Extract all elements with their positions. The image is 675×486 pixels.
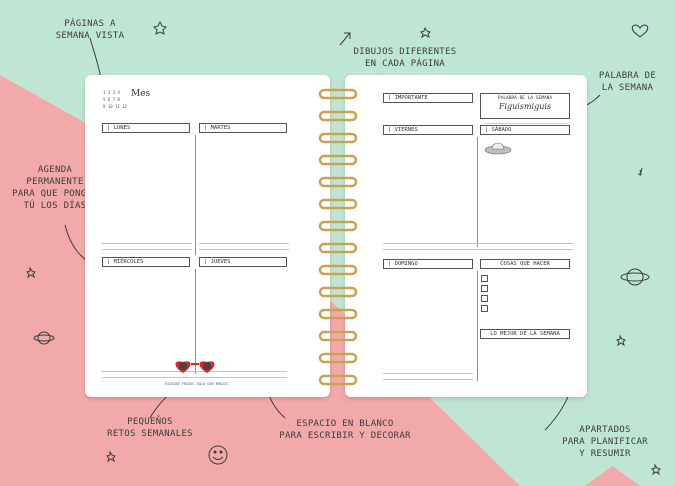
todo-checkbox[interactable] bbox=[481, 295, 488, 302]
day-bottom-line bbox=[102, 243, 192, 244]
important-header: | IMPORTANTE bbox=[383, 93, 473, 103]
annotation-line: PÁGINAS A bbox=[64, 19, 116, 29]
annotation-agenda: AGENDA PERMANENTE PARA QUE PONGAS TÚ LOS… bbox=[10, 164, 100, 212]
annotation-line: APARTADOS bbox=[579, 425, 631, 435]
annotation-line: LA SEMANA bbox=[601, 83, 654, 93]
day-header-domingo: | DOMINGO bbox=[383, 259, 473, 269]
day-header-jueves: | JUEVES bbox=[199, 257, 287, 267]
annotation-line: PARA ESCRIBIR Y DECORAR bbox=[279, 431, 411, 441]
annotation-line: PEQUEÑOS bbox=[127, 417, 173, 427]
day-bottom-line bbox=[102, 377, 287, 378]
day-bottom-line bbox=[199, 243, 289, 244]
day-bottom-line bbox=[102, 371, 287, 372]
column-divider bbox=[195, 269, 196, 374]
annotation-retos: PEQUEÑOS RETOS SEMANALES bbox=[95, 416, 205, 440]
word-of-week-box: PALABRA DE LA SEMANA Figuismiguis bbox=[480, 93, 570, 119]
annotation-line: PERMANENTE bbox=[26, 177, 84, 187]
heart-glasses-icon bbox=[175, 361, 215, 373]
day-bottom-line bbox=[383, 379, 473, 380]
ring-binding bbox=[318, 88, 358, 386]
ufo-icon bbox=[484, 142, 512, 155]
annotation-line: DIBUJOS DIFERENTES bbox=[353, 47, 457, 57]
todo-header: COSAS QUE HACER bbox=[480, 259, 570, 269]
column-divider bbox=[477, 271, 478, 381]
word-of-week-value: Figuismiguis bbox=[498, 102, 552, 111]
month-label: Mes bbox=[131, 89, 151, 99]
day-header-lunes: | LUNES bbox=[102, 123, 190, 133]
column-divider bbox=[195, 135, 196, 255]
annotation-paginas: PÁGINAS A SEMANA VISTA bbox=[50, 18, 130, 42]
annotation-line: EN CADA PÁGINA bbox=[364, 59, 446, 69]
annotation-apartados: APARTADOS PARA PLANIFICAR Y RESUMIR bbox=[555, 424, 655, 460]
annotation-line: Y RESUMIR bbox=[579, 449, 631, 459]
annotation-line: AGENDA bbox=[37, 165, 73, 175]
day-bottom-line bbox=[383, 249, 573, 250]
day-header-martes: | MARTES bbox=[199, 123, 287, 133]
todo-checkbox[interactable] bbox=[481, 285, 488, 292]
day-bottom-line bbox=[383, 243, 573, 244]
best-of-week-header: LO MEJOR DE LA SEMANA bbox=[480, 329, 570, 339]
annotation-line: ESPACIO EN BLANCO bbox=[296, 419, 394, 429]
annotation-line: SEMANA VISTA bbox=[55, 31, 125, 41]
day-header-viernes: | VIERNES bbox=[383, 125, 473, 135]
todo-checkbox[interactable] bbox=[481, 305, 488, 312]
challenge-text: ESCRIBE FRASES SOLO CON EMOJIS bbox=[165, 382, 229, 386]
column-divider bbox=[477, 137, 478, 247]
day-header-miercoles: | MIÉRCOLES bbox=[102, 257, 190, 267]
annotation-espacio: ESPACIO EN BLANCO PARA ESCRIBIR Y DECORA… bbox=[270, 418, 420, 442]
annotation-line: TÚ LOS DÍAS bbox=[23, 201, 87, 211]
annotation-line: PARA QUE PONGAS bbox=[12, 189, 98, 199]
annotation-dibujos: DIBUJOS DIFERENTES EN CADA PÁGINA bbox=[340, 46, 470, 70]
annotation-line: PARA PLANIFICAR bbox=[562, 437, 648, 447]
word-of-week-title: PALABRA DE LA SEMANA bbox=[497, 96, 553, 101]
annotation-line: RETOS SEMANALES bbox=[107, 429, 193, 439]
annotation-palabra: PALABRA DE LA SEMANA bbox=[590, 70, 665, 94]
todo-checkbox[interactable] bbox=[481, 275, 488, 282]
right-page: | IMPORTANTE PALABRA DE LA SEMANA Figuis… bbox=[345, 75, 587, 397]
day-bottom-line bbox=[102, 249, 192, 250]
day-bottom-line bbox=[199, 249, 289, 250]
day-header-sabado: | SÁBADO bbox=[480, 125, 570, 135]
annotation-line: PALABRA DE bbox=[598, 71, 657, 81]
day-bottom-line bbox=[383, 373, 473, 374]
